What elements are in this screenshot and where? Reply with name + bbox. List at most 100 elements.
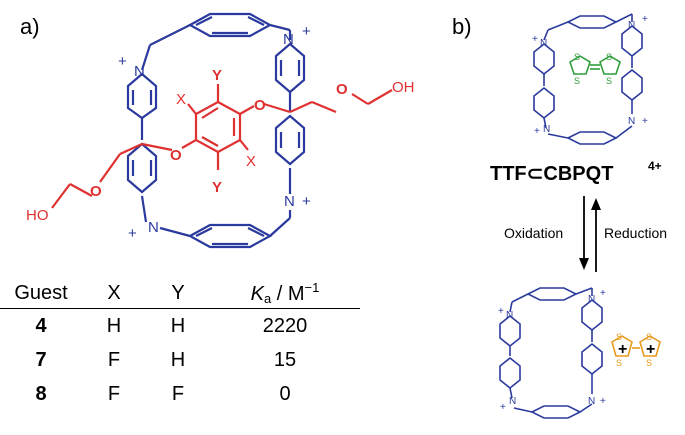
header-ka-sub: a (263, 291, 272, 306)
ttf-s1: S (574, 52, 580, 62)
n-left-top-label: N (134, 63, 145, 80)
b-pyr-left-2 (533, 86, 555, 120)
oxidation-label: Oxidation (504, 225, 563, 241)
ttf2-charge-right: + (646, 341, 655, 358)
b2-pyr-left-2 (499, 356, 521, 390)
cell-y: F (171, 382, 185, 405)
b-n2: N (628, 20, 635, 31)
charge-right-bottom: + (302, 193, 311, 210)
header-ka: Ka / M−1 (210, 278, 360, 309)
cell-x: F (107, 382, 121, 405)
b-charge2: + (642, 14, 648, 25)
charge-left-bottom: + (128, 225, 137, 242)
ttf2-s1: S (616, 332, 622, 342)
cell-y: H (170, 314, 186, 337)
b2-top-benzene (526, 287, 578, 301)
cell-guest: 7 (35, 348, 47, 371)
header-ka-sup: −1 (304, 280, 320, 295)
panel-label-a: a) (20, 14, 40, 39)
ttf2-s3: S (646, 332, 652, 342)
host-cbpqt-b-bottom (499, 287, 603, 419)
header-y: Y (146, 278, 210, 309)
hydroxyl-right: OH (392, 79, 415, 96)
n-left-bottom-label: N (148, 219, 159, 236)
ttf2-charge-left: + (618, 341, 627, 358)
header-guest: Guest (0, 278, 82, 309)
charge-right-top: + (302, 23, 311, 40)
guest-molecule-a (51, 84, 393, 209)
b2-n4: N (588, 396, 595, 407)
ttf-ring-left (569, 55, 591, 75)
b-n4: N (628, 116, 635, 127)
table-header-row: Guest X Y Ka / M−1 (0, 278, 360, 309)
binding-constant-table: Guest X Y Ka / M−1 4 H H 2220 7 F H 15 8… (0, 278, 360, 411)
sub-y-top: Y (212, 67, 222, 84)
b2-n3: N (509, 396, 516, 407)
cell-guest: 4 (35, 314, 47, 337)
b-charge4: + (642, 116, 648, 127)
b2-charge1: + (498, 306, 504, 317)
b2-bottom-benzene (530, 405, 582, 419)
b-n1: N (540, 38, 547, 49)
sub-y-bottom: Y (212, 179, 222, 196)
b2-charge2: + (600, 288, 606, 299)
reduction-label: Reduction (604, 225, 667, 241)
oxygen-left-chain: O (90, 183, 102, 200)
panel-label-b: b) (452, 14, 472, 39)
ttf2-s2: S (616, 358, 622, 368)
ttf-s4: S (606, 76, 612, 86)
table-row: 8 F F 0 (0, 377, 360, 411)
n-right-bottom-label: N (284, 193, 295, 210)
n-right-top-label: N (283, 31, 294, 48)
sub-x-left: X (176, 91, 186, 108)
host-cbpqt-a (126, 12, 306, 249)
ttf2-ring-left (611, 335, 633, 357)
pyridinium-left-bottom (126, 142, 158, 194)
table-row: 4 H H 2220 (0, 309, 360, 344)
ttf-s2: S (574, 76, 580, 86)
cell-ka: 0 (279, 382, 291, 405)
table-row: 7 F H 15 (0, 343, 360, 377)
cell-guest: 8 (35, 382, 47, 405)
b-bottom-benzene (566, 131, 618, 145)
b-charge3: + (534, 126, 540, 137)
b-top-benzene (566, 15, 618, 29)
header-ka-letter: K (250, 283, 264, 305)
oxygen-right-ring: O (254, 97, 266, 114)
header-ka-unit: / M (271, 283, 305, 305)
pyridinium-right-bottom (274, 114, 306, 166)
cell-ka: 2220 (262, 314, 308, 337)
ttf-oxidized (611, 335, 661, 357)
complex-charge: 4+ (648, 159, 662, 173)
cell-x: H (106, 314, 122, 337)
cell-y: H (170, 348, 186, 371)
b2-charge4: + (600, 396, 606, 407)
redox-arrows (579, 196, 601, 272)
b2-pyr-right-2 (581, 342, 603, 376)
b2-n1: N (506, 310, 513, 321)
ttf2-s4: S (646, 358, 652, 368)
ttf-ring-right (599, 55, 621, 75)
b-pyr-right-2 (621, 68, 643, 102)
cell-ka: 15 (273, 348, 297, 371)
oxygen-left-ring: O (170, 147, 182, 164)
complex-label: TTF⊂CBPQT (490, 163, 613, 185)
hydroxyl-left: HO (26, 207, 49, 224)
header-x: X (82, 278, 146, 309)
oxidation-arrow-head (579, 258, 589, 270)
b-n3: N (543, 124, 550, 135)
ttf2-ring-right (639, 335, 661, 357)
b-charge1: + (532, 34, 538, 45)
b2-charge3: + (500, 402, 506, 413)
host-cbpqt-b-top (533, 13, 643, 145)
oxygen-right-chain: O (336, 81, 348, 98)
ttf-neutral (569, 55, 621, 75)
reduction-arrow-head (591, 198, 601, 210)
cell-x: F (107, 348, 121, 371)
sub-x-right: X (246, 153, 256, 170)
ttf-s3: S (606, 52, 612, 62)
charge-left-top: + (118, 53, 127, 70)
b2-n2: N (588, 294, 595, 305)
